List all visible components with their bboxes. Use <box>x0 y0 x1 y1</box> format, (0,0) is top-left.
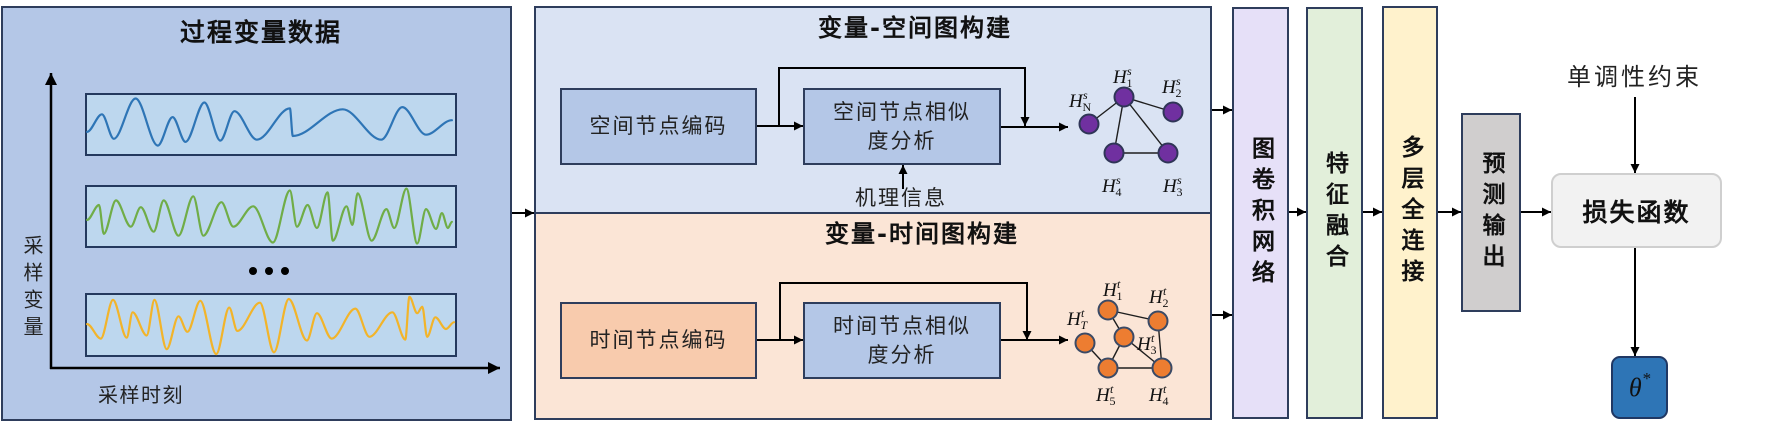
mlp-label: 多层全连接 <box>1397 135 1423 290</box>
loss-function-label: 损失函数 <box>1582 197 1691 227</box>
theta-superscript: * <box>1642 368 1652 388</box>
mlp-block: 多层全连接 <box>1382 6 1438 419</box>
optimal-parameter-box: θ* <box>1611 356 1668 419</box>
temporal-graph-title: 变量-时间图构建 <box>825 220 1019 248</box>
temporal-node-encoding-box: 时间节点编码 <box>560 302 757 379</box>
signal-box-2 <box>85 185 457 248</box>
spatial-graph-title: 变量-空间图构建 <box>818 14 1012 42</box>
monotonic-constraint-label: 单调性约束 <box>1567 63 1702 91</box>
temporal-similarity-label-line-2: 度分析 <box>867 342 937 367</box>
spatial-similarity-label-line-1: 空间节点相似 <box>833 99 971 124</box>
spatial-similarity-label-line-2: 度分析 <box>867 128 937 153</box>
signal-box-n <box>85 293 457 357</box>
gcn-block: 图卷积网络 <box>1232 7 1289 419</box>
prediction-output-label: 预测输出 <box>1478 150 1504 275</box>
process-data-title: 过程变量数据 <box>179 18 342 47</box>
process-variable-data-panel: 过程变量数据 采样变量 采样时刻 <box>1 6 512 421</box>
temporal-node-encoding-label: 时间节点编码 <box>589 328 728 352</box>
theta-symbol: θ <box>1628 372 1642 402</box>
temporal-similarity-label-line-1: 时间节点相似 <box>833 313 971 338</box>
spatial-node-encoding-box: 空间节点编码 <box>560 88 757 165</box>
y-axis-label: 采样变量 <box>20 235 44 343</box>
temporal-similarity-box: 时间节点相似 度分析 <box>803 302 1001 379</box>
spatial-graph-panel: 变量-空间图构建 空间节点编码 空间节点相似 度分析 机理信息 <box>534 6 1212 214</box>
feature-fusion-label: 特征融合 <box>1321 151 1348 275</box>
loss-function-box: 损失函数 <box>1551 173 1722 248</box>
spatial-node-encoding-label: 空间节点编码 <box>589 114 728 138</box>
gcn-label: 图卷积网络 <box>1247 135 1274 291</box>
prediction-output-block: 预测输出 <box>1461 113 1521 312</box>
temporal-graph-panel: 变量-时间图构建 时间节点编码 时间节点相似 度分析 <box>534 212 1212 420</box>
signal-box-1 <box>85 93 457 156</box>
feature-fusion-block: 特征融合 <box>1306 7 1363 419</box>
x-axis-label: 采样时刻 <box>98 383 184 407</box>
spatial-similarity-box: 空间节点相似 度分析 <box>803 88 1001 165</box>
mechanism-info-label: 机理信息 <box>855 186 947 210</box>
